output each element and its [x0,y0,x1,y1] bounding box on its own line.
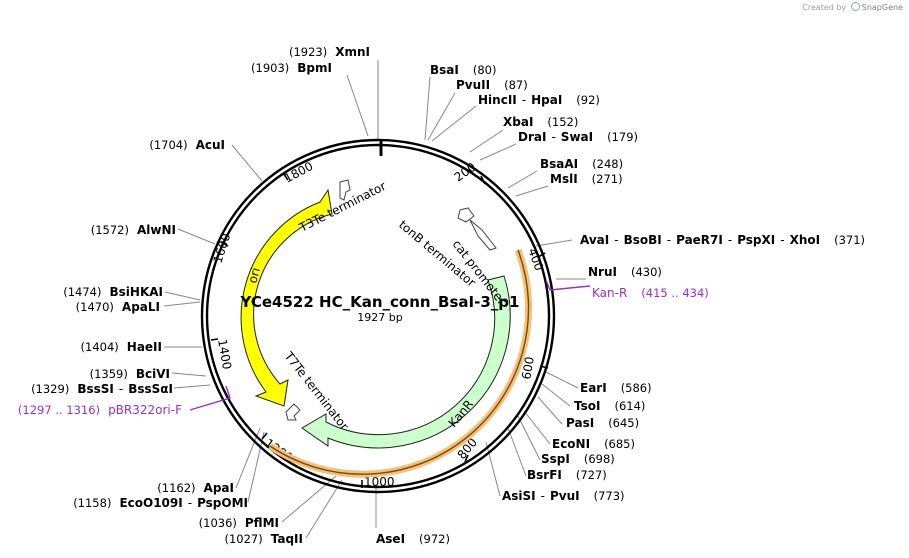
site-haeii[interactable]: (1404)HaeII [81,340,162,354]
cat-promoter-icon [469,219,497,251]
site-bsai[interactable]: BsaI(80) [430,63,496,77]
ori-feature-label: ori [245,266,263,285]
kanr-feature-arrow [301,275,511,449]
site-asisi-pvui[interactable]: AsiSI-PvuI(773) [502,489,625,503]
site-econi[interactable]: EcoNI(685) [552,437,635,451]
site-bpmi[interactable]: (1903)BpmI [251,61,332,75]
scale-ticks [210,172,549,488]
tick-label-1400: 1400 [215,338,234,371]
kanr-outer-line [269,249,530,475]
plasmid-length: 1927 bp [357,311,402,324]
site-leader-lines [163,60,586,539]
credit-prefix: Created by [802,3,847,12]
backbone-outer [200,138,556,494]
credit-brand: SnapGene [861,3,903,12]
primer-pbr322ori-f[interactable]: (1297 .. 1316)pBR322ori-F [18,403,182,417]
site-apali[interactable]: (1470)ApaLI [76,300,160,314]
site-bsihkai[interactable]: (1474)BsiHKAI [63,285,163,299]
site-hincii-hpai[interactable]: HincII-HpaI(92) [478,93,600,107]
site-bsrfi[interactable]: BsrFI(727) [527,468,607,482]
site-alwni[interactable]: (1572)AlwNI [91,223,176,237]
site-acui[interactable]: (1704)AcuI [149,138,225,152]
primer-kan-r[interactable]: Kan-R(415 .. 434) [592,286,709,300]
site-bsaai[interactable]: BsaAI(248) [540,157,623,171]
tick-label-1000: 1000 [364,475,395,489]
tick-label-1800: 1800 [282,159,316,186]
backbone-inner [205,143,551,489]
site-taqii[interactable]: (1027)TaqII [224,532,303,546]
pbr322ori-f-primer-mark [189,385,231,411]
snapgene-logo-icon [850,2,860,11]
plasmid-name: YCe4522 HC_Kan_conn_BsaI-3_p1 [240,293,520,311]
tonb-terminator-icon [457,207,475,223]
ori-feature-arrow [240,188,333,407]
snapgene-credit: Created by SnapGene [802,2,903,12]
tick-label-600: 600 [519,356,537,381]
site-pvuii[interactable]: PvuII(87) [456,78,528,92]
site-bsssi-bsssai[interactable]: (1329)BssSI-BssSαI [31,382,173,396]
site-eari[interactable]: EarI(586) [580,381,652,395]
site-msli[interactable]: MslI(271) [550,172,623,186]
tick-label-1600: 1600 [211,232,234,265]
site-nrui[interactable]: NruI(430) [588,265,662,279]
site-pasi[interactable]: PasI(645) [566,416,639,430]
kan-r-primer-mark [545,279,591,291]
site-xmni[interactable]: (1923)XmnI [289,45,370,59]
site-sspi[interactable]: SspI(698) [541,452,615,466]
site-avai-xhoi[interactable]: AvaI-BsoBI-PaeR7I-PspXI-XhoI(371) [580,233,865,247]
site-bcivi[interactable]: (1359)BciVI [90,367,170,381]
site-tsoi[interactable]: TsoI(614) [574,399,645,413]
t7te-terminator-icon [285,403,301,421]
site-drai-swai[interactable]: DraI-SwaI(179) [518,130,638,144]
site-ecoo109i-pspomi[interactable]: (1158)EcoO109I-PspOMI [73,496,248,510]
tick-label-400: 400 [525,246,546,272]
site-xbai[interactable]: XbaI(152) [503,115,578,129]
site-asei[interactable]: AseI(972) [376,532,450,546]
t3te-terminator-icon [339,179,351,201]
site-apai[interactable]: (1162)ApaI [157,481,234,495]
site-pflmi[interactable]: (1036)PflMI [199,516,279,530]
